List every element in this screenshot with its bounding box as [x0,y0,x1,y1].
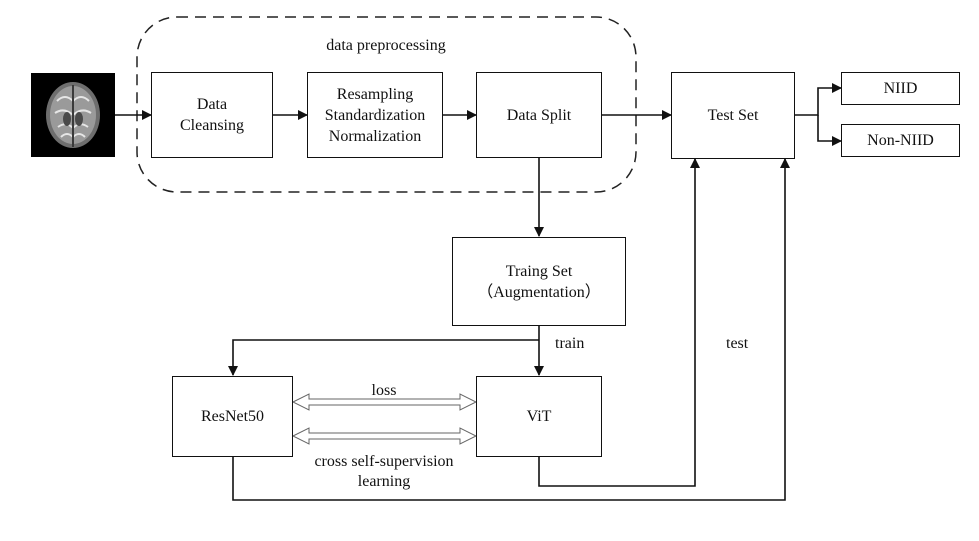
data-cleansing-line1: Data [196,96,228,113]
cross-supervision-double-arrow [291,427,478,445]
edge-resnet-to-testset [232,158,790,501]
training-set-node: Traing Set （Augmentation） [452,237,626,326]
edge-testset-to-non-niid [817,115,842,146]
vit-label: ViT [526,408,552,425]
edge-training-to-resnet [228,339,539,376]
resampling-line1: Resampling [336,85,414,103]
test-edge-label: test [726,335,749,352]
data-split-label: Data Split [506,106,572,124]
cross-supervision-label-line2: learning [357,473,411,490]
training-set-line1: Traing Set [505,262,573,280]
training-set-line2: （Augmentation） [477,283,601,301]
vit-node: ViT [476,376,602,457]
resampling-node: Resampling Standardization Normalization [307,72,443,158]
edge-vit-to-testset [538,158,700,487]
test-set-label: Test Set [707,107,759,124]
resampling-line3: Normalization [328,127,422,145]
non-niid-label: Non-NIID [867,132,934,149]
niid-label: NIID [883,80,918,97]
cross-supervision-label-line1: cross self-supervision [314,453,454,470]
train-edge-label: train [555,335,585,352]
brain-mri-slice-icon [31,73,115,157]
preprocessing-group-border [136,16,637,193]
loss-label: loss [371,382,397,399]
niid-node: NIID [841,72,960,105]
edge-testset-to-niid [795,83,842,116]
resnet50-node: ResNet50 [172,376,293,457]
data-split-node: Data Split [476,72,602,158]
non-niid-node: Non-NIID [841,124,960,157]
data-cleansing-node: Data Cleansing [151,72,273,158]
resampling-line2: Standardization [324,106,426,124]
test-set-node: Test Set [671,72,795,159]
preprocessing-group-label: data preprocessing [326,37,446,54]
data-cleansing-line2: Cleansing [180,117,244,134]
resnet50-label: ResNet50 [200,408,265,425]
